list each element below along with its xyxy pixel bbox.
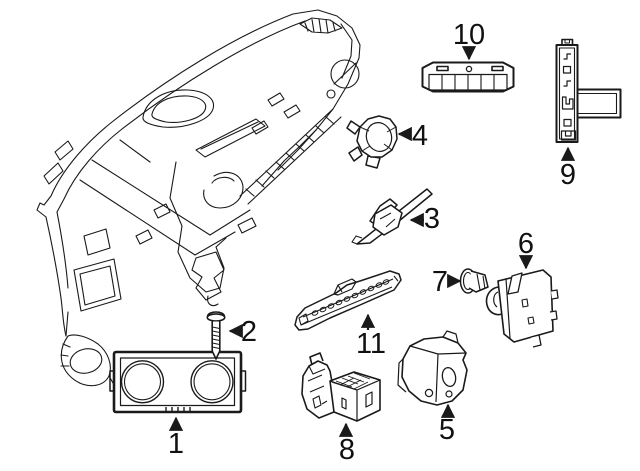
callout-label-8: 8	[338, 434, 356, 466]
dashboard-steering-column	[169, 161, 244, 307]
callout-arrows	[168, 46, 576, 437]
dashboard-framework	[79, 129, 317, 256]
dashboard-speaker-icon	[326, 59, 360, 99]
dashboard-assembly-drawing	[36, 9, 361, 387]
dashboard-glovebox	[73, 228, 122, 312]
part-10-switch-panel	[421, 61, 515, 93]
part-2-screw	[206, 311, 226, 360]
dashboard-vent-slats	[251, 92, 301, 135]
part-6-control-module	[485, 269, 559, 348]
callout-label-4: 4	[411, 120, 429, 152]
dashboard-left-pod	[60, 311, 114, 387]
callout-label-10: 10	[452, 19, 486, 51]
part-5-bracket	[397, 330, 468, 406]
callout-label-1: 1	[167, 428, 185, 460]
callout-label-5: 5	[438, 414, 456, 446]
part-9-bracket-module	[555, 38, 622, 143]
part-1-instrument-cluster	[109, 350, 247, 414]
part-8-bracket	[301, 352, 381, 422]
part-4-sensor	[346, 115, 398, 169]
callout-label-2: 2	[240, 316, 258, 348]
callout-label-11: 11	[355, 328, 387, 360]
callout-label-3: 3	[423, 203, 441, 235]
dashboard-cluster-hood	[142, 89, 215, 128]
dashboard-pillar-tabs	[43, 140, 74, 185]
part-11-trim-bar	[294, 270, 402, 331]
callout-label-9: 9	[559, 159, 577, 191]
callout-label-6: 6	[517, 228, 535, 260]
dashboard-defrost-vent	[299, 17, 343, 34]
part-7-bolt	[459, 268, 489, 294]
dashboard-display-slot	[195, 118, 266, 158]
part-3-bracket	[351, 188, 433, 245]
dashboard-outline	[36, 9, 361, 337]
callout-label-7: 7	[431, 266, 449, 298]
